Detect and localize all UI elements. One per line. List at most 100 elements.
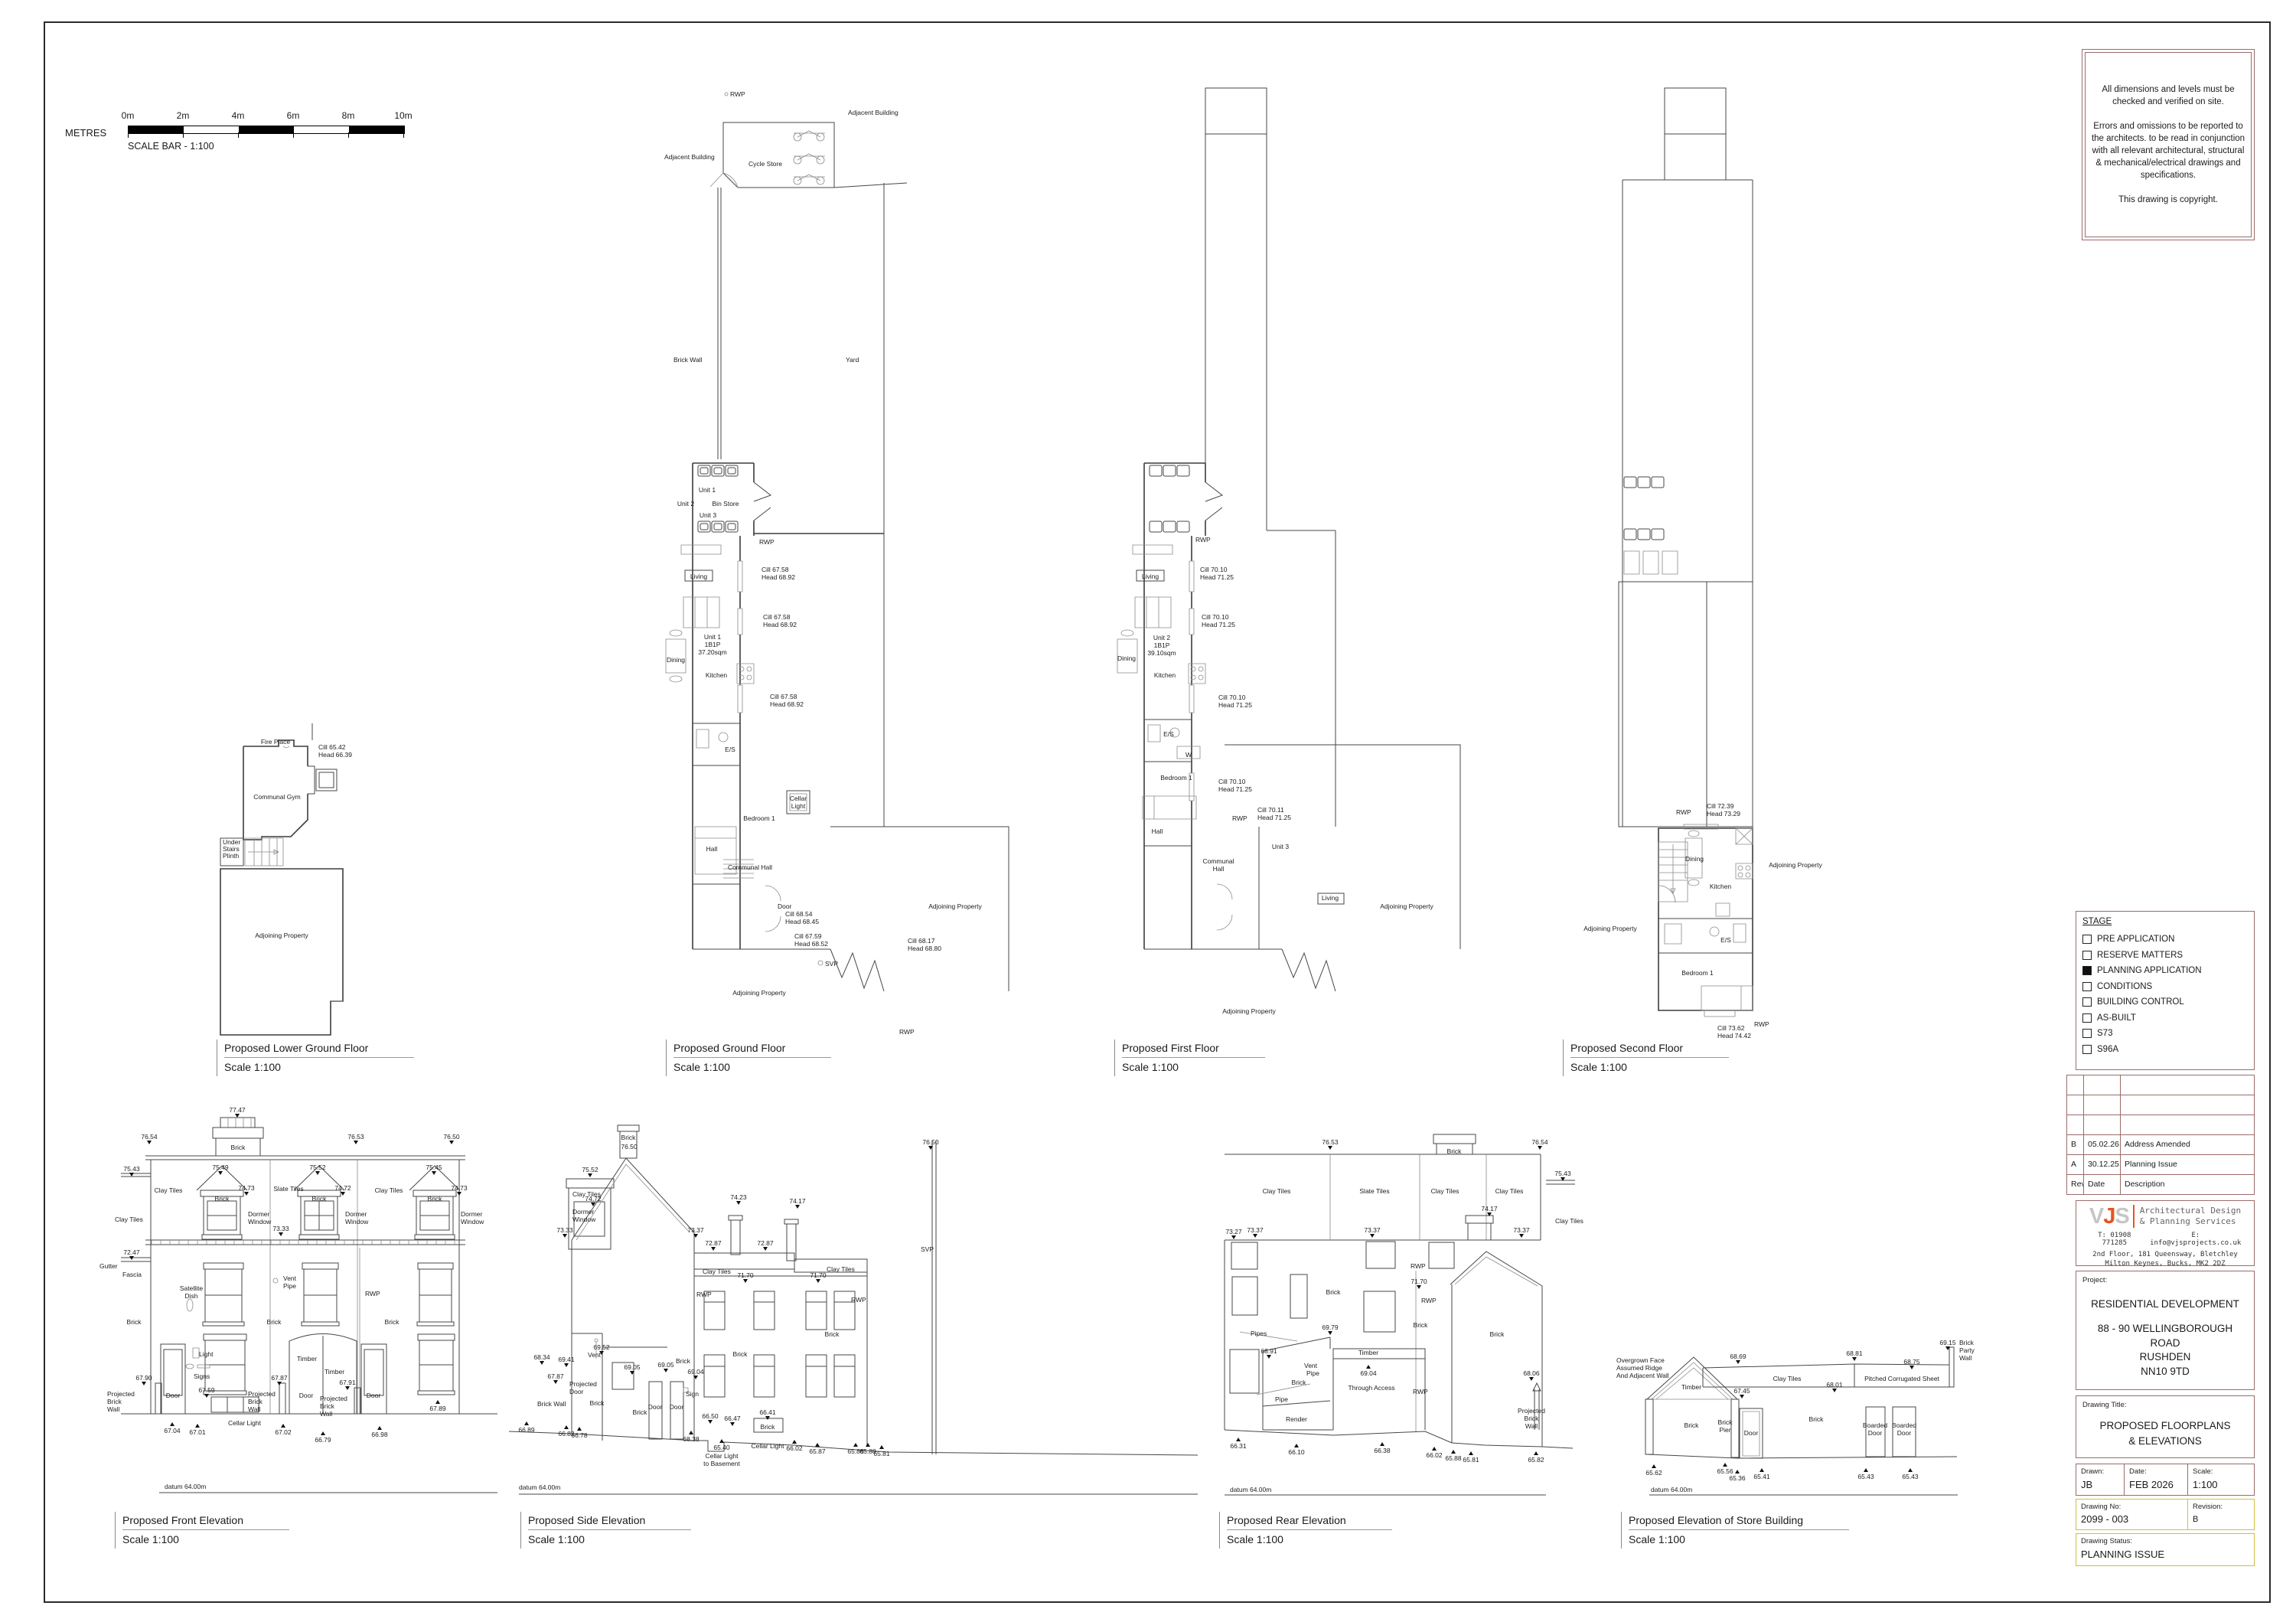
drawing-label: 75.49 [212, 1163, 229, 1171]
drawing-label: Window [461, 1218, 484, 1225]
revision-desc: Planning Issue [2121, 1155, 2254, 1175]
checkbox[interactable] [2082, 997, 2092, 1007]
level-marker [1370, 1234, 1375, 1238]
drawing-label: Cill 67.58 [763, 613, 791, 621]
drawing-label: RWP [1754, 1020, 1769, 1028]
drawing-label: Wall [1959, 1354, 1971, 1362]
stage-item-label: AS-BUILT [2097, 1013, 2136, 1023]
level-marker [1908, 1468, 1913, 1472]
drawing-label: 76.50 [922, 1138, 939, 1146]
drawing-label: 67.59 [198, 1386, 215, 1394]
drawing-label: Brick [733, 1350, 748, 1358]
drawing-label: 67.87 [547, 1372, 564, 1380]
drawing-label: Cill 73.62 [1717, 1024, 1745, 1032]
revision-date: 05.02.26 [2084, 1135, 2121, 1155]
level-marker [1366, 1365, 1371, 1369]
level-marker [170, 1422, 174, 1426]
level-marker [435, 1400, 440, 1404]
drawing-label: 68.06 [1523, 1369, 1540, 1377]
checkbox[interactable] [2082, 1044, 2092, 1054]
drawing-label: 71.70 [810, 1271, 827, 1279]
drawn-label: Drawn: [2081, 1467, 2105, 1476]
company-phone: T: 01908 771285 [2098, 1232, 2131, 1247]
drawing-label: Brick [1809, 1415, 1825, 1423]
drawing-label: 65.81 [873, 1450, 890, 1457]
drawing-label: Adjoining Property [928, 902, 982, 910]
drawn-cell: Drawn: JB [2076, 1464, 2125, 1495]
level-marker [279, 1232, 283, 1236]
tick-label: 2m [176, 110, 190, 121]
notes-box: All dimensions and levels must be checke… [2082, 49, 2255, 240]
drawing-label: RWP [1676, 808, 1691, 816]
revision-value: B [2193, 1515, 2199, 1524]
company-email[interactable]: E: info@vjsprojects.co.uk [2150, 1232, 2242, 1247]
drawing-label: Brick [825, 1330, 840, 1338]
drawing-label: Wall [1525, 1422, 1538, 1430]
level-marker [743, 1279, 748, 1283]
drawing-label: Brick [1490, 1330, 1505, 1338]
stage-box: STAGE PRE APPLICATION RESERVE MATTERS PL… [2076, 911, 2255, 1070]
drawing-label: Sign [686, 1390, 699, 1398]
drawing-label: E/S [1720, 936, 1731, 944]
drawing-label: Dormer [345, 1210, 367, 1218]
drawing-scale: Scale 1:100 [122, 1533, 179, 1545]
level-marker [711, 1247, 716, 1251]
sheet-border [44, 21, 2271, 1603]
drawing-label: 66.02 [786, 1444, 803, 1452]
level-marker [321, 1431, 325, 1435]
drawing-label: Fire Place [261, 738, 291, 746]
level-marker [315, 1171, 320, 1175]
level-marker [879, 1445, 884, 1449]
drawing-label: 66.78 [571, 1431, 588, 1439]
level-marker [1487, 1212, 1492, 1216]
drawing-label: 72.47 [123, 1248, 140, 1256]
drawing-label: Door [166, 1392, 181, 1399]
tick-label: 8m [341, 110, 355, 121]
drawing-label: Light [791, 802, 806, 810]
company-address: Milton Keynes, Bucks, MK2 2DZ [2105, 1260, 2226, 1268]
drawing-label: Projected [107, 1390, 135, 1398]
drawing-label: Dining [667, 656, 685, 664]
drawing-label: Adjacent Building [664, 153, 715, 161]
drawing-label: datum 64.00m [1651, 1486, 1692, 1493]
drawing-label: Projected [248, 1390, 276, 1398]
checkbox[interactable] [2082, 966, 2092, 976]
drawing-label: 67.91 [339, 1379, 356, 1386]
tick-label: 6m [286, 110, 300, 121]
scale-cell: Scale: 1:100 [2188, 1464, 2254, 1495]
stage-item-label: S96A [2097, 1044, 2119, 1054]
drawing-label: Brick [248, 1398, 263, 1405]
level-marker [563, 1234, 567, 1238]
drawing-label: Door [569, 1388, 584, 1395]
stage-item: PRE APPLICATION [2082, 932, 2248, 948]
drawing-label: Dish [184, 1292, 197, 1300]
checkbox[interactable] [2082, 981, 2092, 991]
drawing-label: RWP [1413, 1388, 1428, 1395]
drawing-label: Projected [1518, 1407, 1545, 1415]
drawing-label: 68.75 [1903, 1358, 1920, 1366]
checkbox[interactable] [2082, 1029, 2092, 1039]
drawing-label: 67.87 [271, 1374, 288, 1382]
scale-bar: METRES 0m 2m 4m 6m 8m 10m SCALE BAR - 1:… [65, 106, 425, 159]
drawing-label: 67.01 [189, 1428, 206, 1436]
front-elevation-label: Proposed Front Elevation Scale 1:100 [115, 1512, 289, 1549]
drawing-label: 69.15 [1939, 1339, 1956, 1346]
logo-divider [2132, 1205, 2135, 1228]
drawing-label: Door [367, 1392, 381, 1399]
drawing-label: Signs [194, 1372, 210, 1380]
checkbox[interactable] [2082, 1013, 2092, 1023]
scale-label: Scale: [2193, 1467, 2213, 1476]
drawing-label: Door [648, 1403, 663, 1411]
level-marker [354, 1141, 358, 1144]
checkbox[interactable] [2082, 935, 2092, 945]
checkbox[interactable] [2082, 950, 2092, 960]
level-marker [540, 1361, 544, 1365]
level-marker [591, 1203, 595, 1206]
drawing-label: 65.88 [1445, 1454, 1462, 1462]
level-marker [1328, 1331, 1332, 1335]
level-marker [1294, 1444, 1299, 1447]
level-marker [244, 1192, 249, 1196]
drawing-status-box: Drawing Status: PLANNING ISSUE [2076, 1533, 2255, 1566]
drawing-label: Dining [1685, 855, 1704, 863]
drawing-label: 66.38 [1374, 1447, 1391, 1454]
